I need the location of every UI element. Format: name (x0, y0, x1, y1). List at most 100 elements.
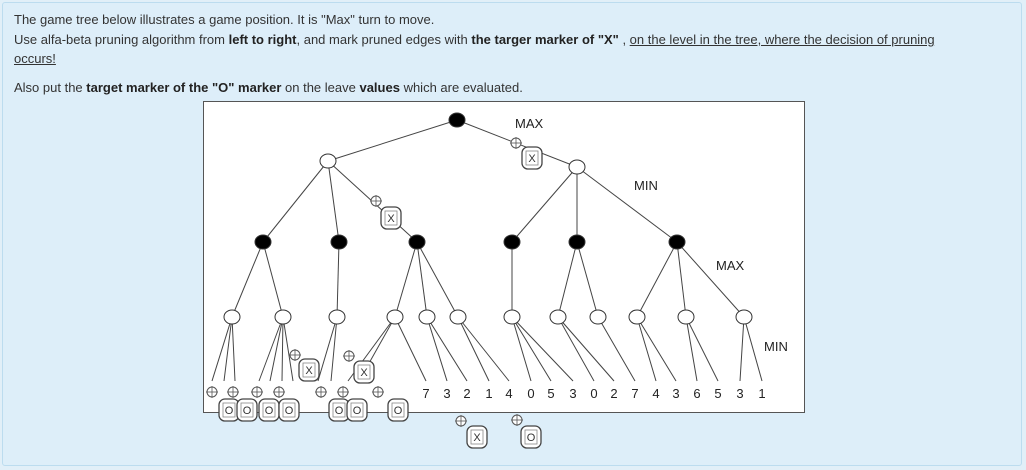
min-node[interactable] (628, 309, 646, 325)
min-node[interactable] (328, 309, 346, 325)
svg-text:O: O (353, 405, 362, 417)
instruction-line-3: Also put the target marker of the "O" ma… (14, 78, 523, 97)
max-node[interactable] (503, 234, 521, 250)
tree-edge[interactable] (685, 316, 719, 382)
max-node[interactable] (254, 234, 272, 250)
max-node-root[interactable] (448, 112, 466, 128)
max-node[interactable] (330, 234, 348, 250)
o-marker[interactable]: O (236, 398, 258, 422)
min-node[interactable] (274, 309, 292, 325)
marker-anchor-icon[interactable] (337, 386, 349, 398)
svg-text:X: X (473, 432, 481, 444)
min-node[interactable] (223, 309, 241, 325)
tree-edge[interactable] (636, 316, 657, 382)
tree-edge[interactable] (262, 160, 329, 243)
min-node[interactable] (449, 309, 467, 325)
marker-anchor-icon[interactable] (343, 350, 355, 362)
min-node[interactable] (386, 309, 404, 325)
svg-text:O: O (243, 405, 252, 417)
o-marker[interactable]: O (520, 425, 542, 449)
tree-edge[interactable] (511, 316, 552, 382)
tree-edge[interactable] (557, 241, 578, 318)
marker-anchor-icon[interactable] (227, 386, 239, 398)
tree-edge[interactable] (231, 241, 264, 318)
tree-edge[interactable] (317, 316, 338, 382)
tree-edge[interactable] (511, 316, 532, 382)
tree-edge[interactable] (676, 241, 745, 318)
tree-edge[interactable] (676, 241, 687, 318)
tree-edge[interactable] (223, 316, 233, 382)
min-node[interactable] (418, 309, 436, 325)
o-marker[interactable]: O (328, 398, 350, 422)
o-marker[interactable]: O (218, 398, 240, 422)
tree-edge[interactable] (231, 316, 236, 382)
marker-anchor-icon[interactable] (273, 386, 285, 398)
o-marker[interactable]: O (278, 398, 300, 422)
marker-anchor-icon[interactable] (511, 414, 523, 426)
tree-edge[interactable] (258, 316, 284, 382)
tree-edge[interactable] (739, 316, 745, 382)
tree-edge[interactable] (426, 316, 468, 382)
tree-edge[interactable] (336, 241, 340, 318)
tree-edge[interactable] (394, 316, 427, 382)
tree-edge[interactable] (636, 316, 677, 382)
max-node[interactable] (568, 234, 586, 250)
marker-anchor-icon[interactable] (251, 386, 263, 398)
o-marker[interactable]: O (346, 398, 368, 422)
marker-anchor-icon[interactable] (372, 386, 384, 398)
svg-text:O: O (394, 405, 403, 417)
instruction-bold: values (359, 80, 400, 95)
tree-edge[interactable] (281, 316, 284, 382)
tree-edge[interactable] (457, 316, 490, 382)
min-node[interactable] (503, 309, 521, 325)
tree-edge[interactable] (394, 241, 418, 318)
x-marker[interactable]: X (298, 358, 320, 382)
tree-edge[interactable] (262, 241, 284, 318)
x-marker[interactable]: X (380, 206, 402, 230)
tree-edge[interactable] (426, 316, 448, 382)
x-marker[interactable]: X (353, 360, 375, 384)
marker-anchor-icon[interactable] (206, 386, 218, 398)
o-marker[interactable]: O (258, 398, 280, 422)
min-node[interactable] (735, 309, 753, 325)
max-node[interactable] (668, 234, 686, 250)
leaf-value: 2 (463, 386, 470, 401)
tree-edge[interactable] (416, 241, 459, 318)
marker-anchor-icon[interactable] (510, 137, 522, 149)
tree-edge[interactable] (457, 316, 510, 382)
level-label-max: MAX (515, 116, 544, 131)
min-node[interactable] (568, 159, 586, 175)
x-marker[interactable]: X (466, 425, 488, 449)
tree-edge[interactable] (327, 160, 340, 243)
tree-edge[interactable] (557, 316, 615, 382)
tree-edge[interactable] (636, 241, 678, 318)
tree-edge[interactable] (576, 241, 599, 318)
tree-edge[interactable] (511, 166, 578, 243)
tree-edge[interactable] (211, 316, 233, 382)
instruction-text: on the leave (281, 80, 360, 95)
marker-anchor-icon[interactable] (315, 386, 327, 398)
tree-edge[interactable] (269, 316, 284, 382)
min-node[interactable] (589, 309, 607, 325)
tree-edge[interactable] (685, 316, 698, 382)
marker-anchor-icon[interactable] (370, 195, 382, 207)
tree-edge[interactable] (576, 166, 678, 243)
tree-edge[interactable] (327, 119, 458, 162)
marker-anchor-icon[interactable] (455, 415, 467, 427)
tree-edge[interactable] (511, 316, 574, 382)
level-label-min: MIN (764, 339, 788, 354)
tree-edge[interactable] (330, 316, 338, 382)
marker-anchor-icon[interactable] (289, 349, 301, 361)
tree-edge[interactable] (743, 316, 763, 382)
tree-edge[interactable] (282, 316, 294, 382)
max-node[interactable] (408, 234, 426, 250)
o-marker[interactable]: O (387, 398, 409, 422)
min-node[interactable] (677, 309, 695, 325)
tree-edge[interactable] (597, 316, 636, 382)
min-node[interactable] (549, 309, 567, 325)
x-marker[interactable]: X (521, 146, 543, 170)
tree-edge[interactable] (557, 316, 595, 382)
tree-edge[interactable] (416, 241, 428, 318)
min-node[interactable] (319, 153, 337, 169)
